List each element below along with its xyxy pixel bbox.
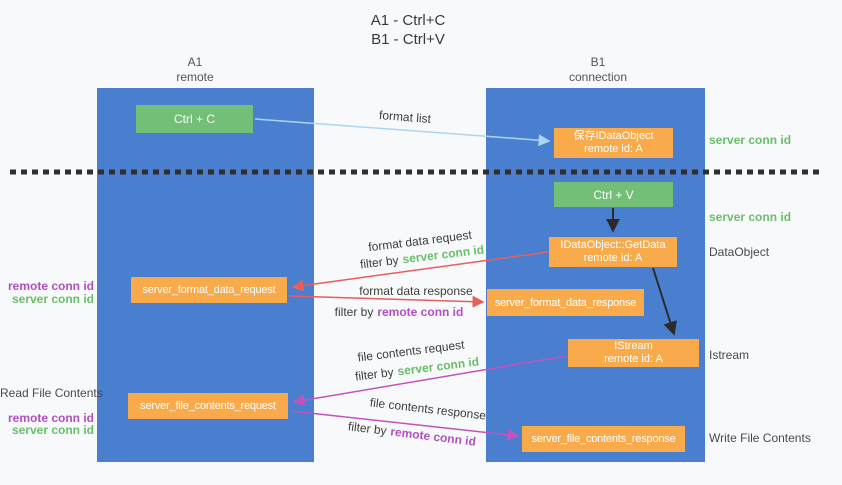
filter-by-text: filter by (359, 252, 400, 272)
label-text: server conn id (11, 292, 94, 306)
node-ctrl-v-label: Ctrl + V (593, 187, 634, 202)
node-save-idataobject: 保存IDataObject remote id: A (554, 128, 673, 158)
label-read-file-contents: Read File Contents (0, 386, 103, 400)
filter-by-text: filter by (354, 364, 395, 384)
label-text: server conn id (709, 210, 792, 224)
label-text: Istream (709, 348, 750, 362)
node-server-file-contents-response: server_file_contents_response (522, 426, 685, 452)
caption-format-list: format list (379, 108, 432, 126)
node-ctrl-v: Ctrl + V (554, 182, 673, 207)
node-idataobject-getdata: IDataObject::GetData remote id: A (549, 237, 677, 267)
node-ctrl-c-label: Ctrl + C (173, 112, 215, 126)
node-server-format-data-response-label: server_format_data_response (494, 296, 637, 309)
title-line-1: A1 - Ctrl+C (370, 12, 446, 29)
caption-format-list-text: format list (378, 107, 432, 127)
label-remote-conn-id-left-top: remote conn id (0, 279, 94, 293)
node-istream: IStream remote id: A (568, 339, 699, 367)
label-dataobject: DataObject (709, 245, 769, 259)
label-server-conn-id-left-top: server conn id (0, 292, 94, 306)
node-server-format-data-request-label: server_format_data_request (142, 284, 276, 296)
label-write-file-contents: Write File Contents (709, 431, 811, 445)
label-text: server conn id (709, 133, 792, 147)
lane-a1-name: A1 (187, 55, 203, 69)
label-remote-conn-id-left-bottom: remote conn id (0, 411, 94, 425)
caption-format-data-response-text: format data response (359, 284, 473, 298)
caption-file-contents-response: file contents response (369, 395, 487, 422)
node-server-format-data-request: server_format_data_request (131, 277, 287, 303)
node-server-file-contents-request-label: server_file_contents_request (140, 400, 276, 412)
label-istream: Istream (709, 348, 749, 362)
node-save-idataobject-line1: 保存IDataObject (573, 130, 654, 142)
node-server-file-contents-request: server_file_contents_request (128, 393, 288, 419)
diagram-title: A1 - Ctrl+C B1 - Ctrl+V (371, 11, 446, 49)
label-server-conn-id-right-mid: server conn id (709, 210, 791, 224)
label-text: Write File Contents (709, 431, 811, 445)
caption-format-data-response: format data response (359, 284, 472, 298)
remote-conn-id-text: remote conn id (389, 424, 477, 449)
label-text: DataObject (709, 245, 770, 259)
label-server-conn-id-right-top: server conn id (709, 133, 791, 147)
label-text: remote conn id (7, 279, 94, 293)
node-server-format-data-response: server_format_data_response (487, 289, 644, 316)
label-text: Read File Contents (0, 386, 103, 400)
filter-by-text: filter by (334, 305, 374, 319)
lane-header-b1: B1 connection (569, 55, 627, 85)
node-server-file-contents-response-label: server_file_contents_response (531, 433, 676, 445)
node-save-idataobject-line2: remote id: A (584, 143, 643, 155)
lane-b1-name: B1 (590, 55, 606, 69)
node-istream-line1: IStream (614, 340, 653, 352)
label-text: remote conn id (7, 411, 94, 425)
remote-conn-id-text: remote conn id (377, 305, 464, 319)
label-text: server conn id (11, 423, 94, 437)
node-getdata-line1: IDataObject::GetData (560, 239, 666, 251)
node-istream-line2: remote id: A (604, 353, 663, 365)
node-getdata-line2: remote id: A (583, 252, 643, 264)
filter-by-text: filter by (347, 419, 388, 438)
title-line-2: B1 - Ctrl+V (371, 31, 445, 48)
lane-header-a1: A1 remote (176, 55, 213, 85)
label-server-conn-id-left-bottom: server conn id (0, 423, 94, 437)
lane-a1-role: remote (176, 70, 214, 84)
node-ctrl-c: Ctrl + C (136, 105, 253, 133)
caption-file-contents-response-text: file contents response (369, 395, 487, 423)
lane-b1-role: connection (568, 70, 628, 84)
